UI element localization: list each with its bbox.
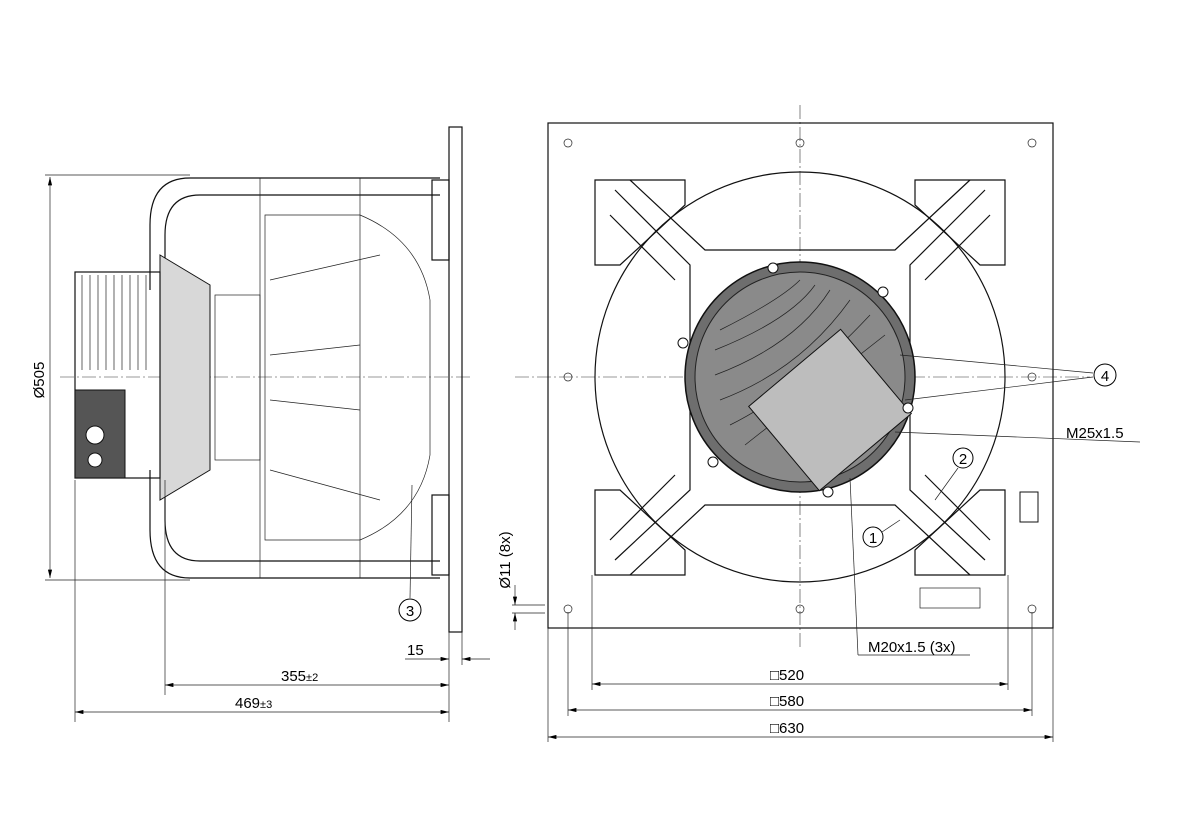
front-view: Ø11 (8x) 4 M25x1.5 2 1 M20x1.5 (3x) □520…	[497, 105, 1141, 742]
rotation-arrow-label	[1019, 491, 1039, 523]
side-bracket-top	[431, 179, 450, 261]
thread-m25-label: M25x1.5	[1066, 425, 1124, 442]
dim-square-580: □580	[770, 693, 804, 710]
frame-tube-top	[149, 177, 440, 290]
inlet-ring	[594, 171, 1006, 583]
side-view: Ø505 3 15 355±2 469±3	[31, 126, 490, 722]
thread-m20-label: M20x1.5 (3x)	[868, 639, 956, 656]
dim-square-630: □630	[770, 720, 804, 737]
svg-text:469±3: 469±3	[235, 695, 272, 712]
callout-1-circle	[862, 526, 884, 548]
callout-3-label: 3	[406, 603, 414, 620]
motor-bolts	[677, 262, 914, 498]
dim-flange-thickness: 15	[407, 642, 424, 659]
side-flange-plate	[448, 126, 463, 633]
svg-text:355±2: 355±2	[281, 668, 318, 685]
motor-fins	[714, 279, 886, 446]
callout-3-circle	[398, 598, 422, 622]
callout-4-circle	[1093, 363, 1117, 387]
dim-diameter-label: Ø505	[31, 362, 48, 399]
dim-469-label: 469	[235, 695, 260, 712]
corner-brackets	[594, 179, 1006, 576]
cooling-fins	[81, 275, 147, 370]
dim-hole-label: Ø11 (8x)	[497, 531, 514, 588]
dim-355-label: 355	[281, 668, 306, 685]
callout-4-label: 4	[1101, 368, 1109, 385]
rotor	[159, 254, 211, 501]
impeller-outline	[264, 214, 431, 541]
hub	[214, 294, 261, 461]
callout-2-circle	[952, 447, 974, 469]
side-bracket-bottom	[431, 494, 450, 576]
mounting-holes	[563, 138, 1037, 614]
dim-square-520: □520	[770, 667, 804, 684]
dim-469-tol: ±3	[260, 699, 272, 711]
mounting-plate	[547, 122, 1054, 629]
nameplate	[919, 587, 981, 609]
frame-tube-bottom	[149, 470, 440, 579]
electronics-box	[747, 328, 913, 492]
callout-2-label: 2	[959, 451, 967, 468]
dim-355-tol: ±2	[306, 672, 318, 684]
callout-1-label: 1	[869, 530, 877, 547]
cable-gland	[85, 425, 105, 445]
